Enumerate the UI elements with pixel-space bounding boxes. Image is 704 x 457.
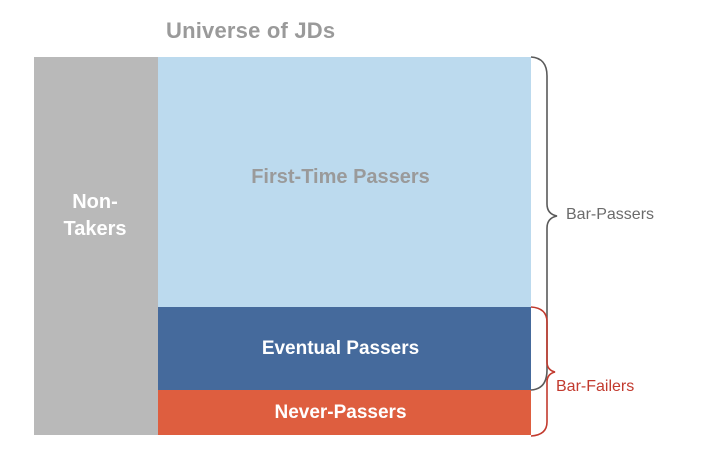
eventual-passers-block: Eventual Passers <box>158 307 531 390</box>
bar-failers-brace <box>530 306 556 437</box>
never-passers-block: Never-Passers <box>158 390 531 435</box>
bar-passers-label: Bar-Passers <box>566 206 655 223</box>
first-time-passers-block: First-Time Passers <box>158 57 531 307</box>
bar-passers-brace <box>530 56 558 391</box>
non-takers-block: Non- Takers <box>34 57 158 435</box>
non-takers-label: Non- Takers <box>50 189 140 243</box>
eventual-passers-label: Eventual Passers <box>261 337 420 359</box>
first-time-passers-label: First-Time Passers <box>251 165 430 188</box>
bar-failers-label: Bar-Failers <box>556 378 635 395</box>
non-takers-label-text: Non- Takers <box>63 191 127 240</box>
diagram-title: Universe of JDs <box>166 18 336 43</box>
never-passers-label: Never-Passers <box>274 401 407 423</box>
